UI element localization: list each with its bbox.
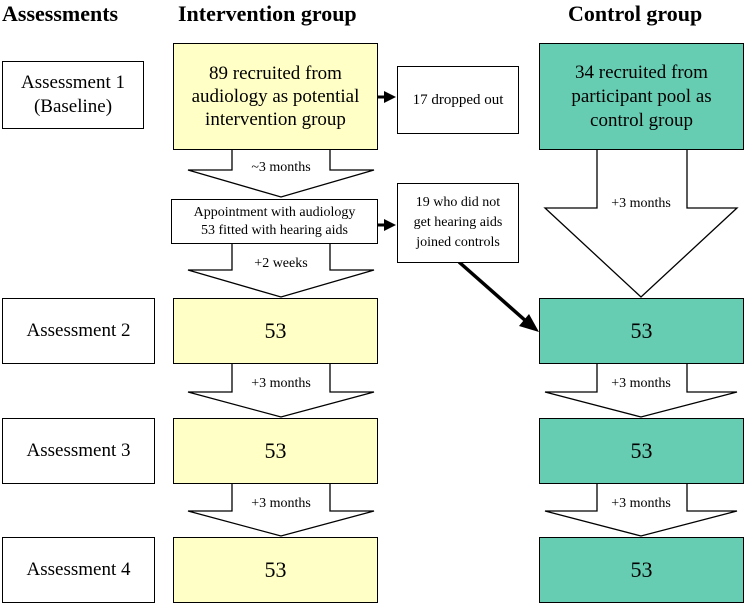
header-assessments: Assessments bbox=[2, 1, 119, 26]
arrow-label-int-3: +3 months bbox=[249, 376, 313, 392]
intervention-assessment-2-box: 53 bbox=[173, 298, 378, 364]
arrow-label-int-2: +2 weeks bbox=[252, 256, 310, 272]
arrow-ctrl-1 bbox=[543, 148, 739, 298]
arrow-switch-head bbox=[384, 219, 396, 231]
arrow-label-ctrl-1: +3 months bbox=[609, 196, 673, 212]
control-assessment-3-box: 53 bbox=[539, 418, 744, 484]
control-recruited-box: 34 recruited from participant pool as co… bbox=[539, 43, 744, 150]
arrow-join-controls-line bbox=[457, 260, 529, 324]
header-intervention-group: Intervention group bbox=[178, 1, 357, 26]
assessment-4-label: Assessment 4 bbox=[2, 537, 155, 603]
header-control-group: Control group bbox=[568, 1, 703, 26]
assessment-2-label: Assessment 2 bbox=[2, 298, 155, 364]
intervention-appointment-box: Appointment with audiology 53 fitted wit… bbox=[171, 199, 378, 244]
control-assessment-4-box: 53 bbox=[539, 537, 744, 603]
arrow-join-controls-head bbox=[519, 314, 539, 332]
arrow-label-ctrl-2: +3 months bbox=[609, 376, 673, 392]
dropped-out-box: 17 dropped out bbox=[397, 66, 519, 134]
assessment-3-label: Assessment 3 bbox=[2, 418, 155, 484]
intervention-assessment-4-box: 53 bbox=[173, 537, 378, 603]
intervention-assessment-3-box: 53 bbox=[173, 418, 378, 484]
joined-controls-box: 19 who did not get hearing aids joined c… bbox=[397, 183, 519, 263]
control-assessment-2-box: 53 bbox=[539, 298, 744, 364]
arrow-dropout-head bbox=[384, 91, 396, 103]
arrow-label-int-4: +3 months bbox=[249, 496, 313, 512]
arrow-label-int-1: ~3 months bbox=[249, 160, 313, 176]
assessment-1-label: Assessment 1 (Baseline) bbox=[2, 61, 144, 129]
arrow-label-ctrl-3: +3 months bbox=[609, 496, 673, 512]
intervention-recruited-box: 89 recruited from audiology as potential… bbox=[173, 43, 378, 150]
